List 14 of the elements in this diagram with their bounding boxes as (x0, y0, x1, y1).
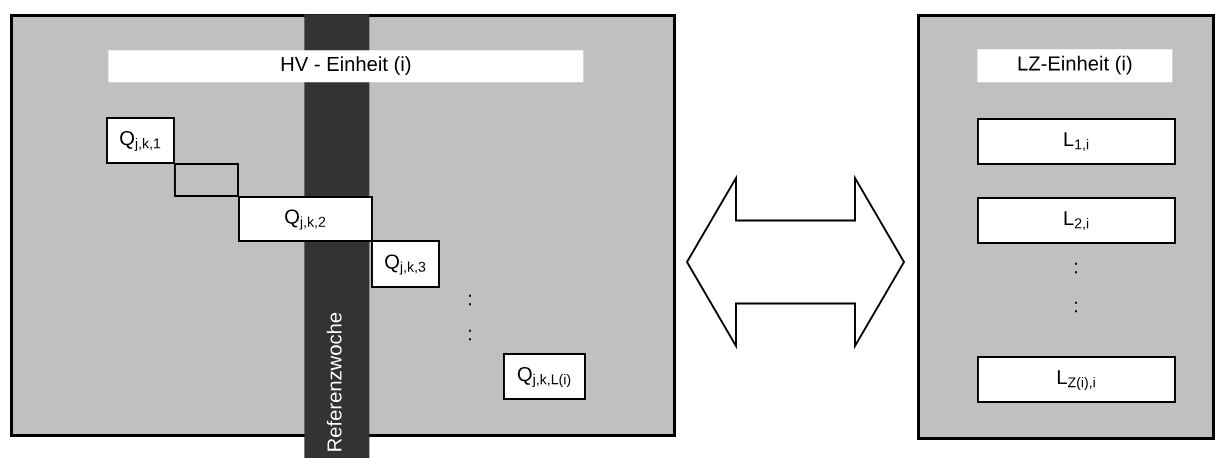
ellipsis-dots: : (469, 294, 471, 306)
value-box: Q$_{j,k,2}$ (238, 196, 373, 242)
value-box: Q$_{j,k,L(i)}$ (503, 353, 586, 400)
value-box: L$_{2,i}$ (977, 197, 1176, 244)
heading-band: LZ-Einheit (i) (977, 49, 1173, 83)
value-box: L$_{1,i}$ (977, 118, 1176, 165)
value-box: Q$_{j,k,1}$ (106, 117, 175, 164)
heading-band: HV - Einheit (i) (108, 50, 584, 83)
ellipsis-dots: : (1075, 262, 1077, 274)
value-box: L$_{Z(i),i}$ (977, 356, 1176, 403)
value-box: Q$_{j,k,3}$ (371, 240, 440, 288)
ellipsis-dots: : (469, 329, 471, 341)
connector-line (173, 162, 239, 197)
ellipsis-dots: : (1075, 301, 1077, 313)
